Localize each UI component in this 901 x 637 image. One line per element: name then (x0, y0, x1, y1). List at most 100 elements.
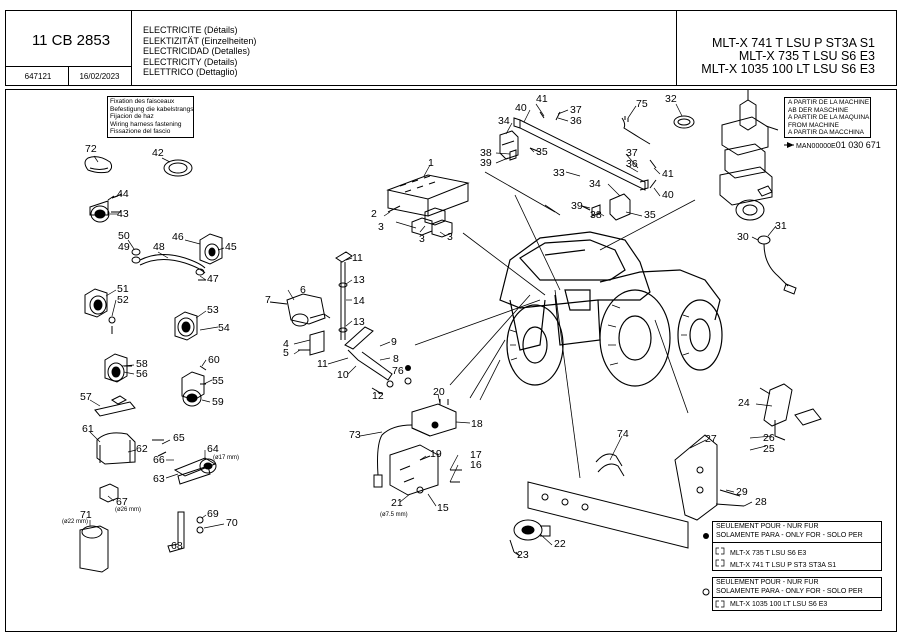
document-number: 11 CB 2853 (31, 32, 111, 49)
machine-serial-number: 01 030 671 (835, 140, 881, 150)
callout-32: 32 (665, 93, 677, 105)
callout-1: 1 (428, 157, 434, 169)
callout-3: 3 (378, 221, 384, 233)
machine-from-note: A PARTIR DE LA MACHINE AB DER MASCHINE A… (788, 99, 869, 137)
title-en: ELECTRICITY (Details) (143, 56, 238, 67)
boom-parts (499, 111, 695, 221)
callout-7: 7 (265, 294, 271, 306)
callout-30: 30 (737, 231, 749, 243)
callout-63: 63 (153, 473, 165, 485)
callout-25: 25 (763, 443, 775, 455)
dimension-note: (ø26 mm) (115, 507, 141, 513)
callout-53: 53 (207, 304, 219, 316)
callout-3: 3 (419, 233, 425, 245)
center-parts (269, 174, 470, 496)
callout-62: 62 (136, 443, 148, 455)
legend-line: SEULEMENT POUR - NUR FUR (716, 523, 819, 530)
reference-code: 647121 (24, 72, 52, 81)
callout-44: 44 (117, 188, 129, 200)
callout-6: 6 (300, 284, 306, 296)
model-3: MLT-X 1035 100 LT LSU S6 E3 (701, 62, 875, 76)
callout-39: 39 (480, 157, 492, 169)
callout-10: 10 (337, 369, 349, 381)
callout-27: 27 (705, 433, 717, 445)
dimension-note: (ø7.5 mm) (380, 512, 408, 518)
callout-37: 37 (570, 104, 582, 116)
marker-dot-8 (405, 365, 411, 371)
callout-65: 65 (173, 432, 185, 444)
callout-5: 5 (283, 347, 289, 359)
legend-model: MLT-X 741 T LSU P ST3 ST3A S1 (730, 562, 837, 569)
legend-only-for-1: SEULEMENT POUR - NUR FUR SOLAMENTE PARA … (716, 523, 863, 540)
callout-leaders (89, 103, 777, 557)
callout-60: 60 (208, 354, 220, 366)
callout-50: 50 (118, 230, 130, 242)
legend-checkbox-icons (715, 547, 725, 608)
drawing-frame (5, 89, 897, 632)
callout-8: 8 (393, 353, 399, 365)
callout-31: 31 (775, 220, 787, 232)
legend-models-1: MLT-X 735 T LSU S6 E3 MLT-X 741 T LSU P … (730, 548, 836, 572)
callout-72: 72 (85, 143, 97, 155)
callout-41: 41 (536, 93, 548, 105)
title-it: ELETTRICO (Dettaglio) (143, 67, 238, 78)
callout-2: 2 (371, 208, 377, 220)
note-line: Fissazione del fascio (110, 128, 171, 136)
callout-11: 11 (317, 358, 328, 370)
callout-74: 74 (617, 428, 629, 440)
machine-serial: MAN00000E01 030 671 (796, 140, 881, 150)
note-line: Fixation des faisceaux (110, 98, 175, 105)
fixing-parts-left (79, 156, 223, 573)
callout-67: 67 (116, 496, 128, 508)
legend-box-2 (712, 577, 882, 611)
title-fr: ELECTRICITE (Détails) (143, 25, 238, 35)
callout-54: 54 (218, 322, 230, 334)
callout-11: 11 (352, 252, 363, 264)
callout-12: 12 (372, 390, 384, 402)
note-line: A PARTIR DA MACCHINA (788, 129, 864, 137)
callout-14: 14 (353, 295, 365, 307)
callout-64: 64 (207, 443, 219, 455)
note-line: Befestigung die kabelstrangs (110, 105, 194, 113)
callout-42: 42 (152, 147, 164, 159)
note-line: Wiring harness fastening (110, 120, 182, 128)
model-list: MLT-X 741 T LSU P ST3A S1 MLT-X 735 T LS… (701, 37, 875, 76)
callout-9: 9 (391, 336, 397, 348)
callout-40: 40 (662, 189, 674, 201)
title-es: ELECTRICIDAD (Detalles) (143, 46, 251, 57)
callout-21: 21 (391, 497, 403, 509)
callout-29: 29 (736, 486, 748, 498)
note-line: A PARTIR DE LA MACHINE (788, 99, 870, 106)
callout-68: 68 (171, 540, 183, 552)
legend-dot-open (702, 588, 710, 596)
callout-36: 36 (570, 115, 582, 127)
callout-46: 46 (172, 231, 184, 243)
title-block (5, 10, 897, 86)
callout-19: 19 (430, 448, 442, 460)
callout-43: 43 (117, 208, 129, 220)
machine-serial-prefix: MAN00000E (796, 143, 836, 150)
callout-17: 17 (470, 449, 482, 461)
note-line: AB DER MASCHINE (788, 106, 849, 114)
callout-36: 36 (626, 158, 638, 170)
legend-model: MLT-X 735 T LSU S6 E3 (730, 550, 807, 557)
model-2: MLT-X 735 T LSU S6 E3 (738, 49, 875, 63)
harness-fixing-note-box (107, 96, 194, 138)
dimension-note: (ø17 mm) (213, 455, 239, 461)
legend-models-2: MLT-X 1035 100 LT LSU S6 E3 (730, 601, 828, 608)
section-titles: ELECTRICITE (Détails) ELEKTIZITÄT (Einze… (143, 25, 256, 78)
callout-3: 3 (447, 231, 453, 243)
callout-16: 16 (470, 459, 482, 471)
bottom-right-parts (509, 383, 822, 557)
callout-33: 33 (553, 167, 565, 179)
model-1: MLT-X 741 T LSU P ST3A S1 (711, 36, 875, 50)
callout-66: 66 (153, 454, 165, 466)
callout-28: 28 (755, 496, 767, 508)
marker-dot-76 (404, 377, 412, 385)
callout-13: 13 (353, 316, 365, 328)
callout-23: 23 (517, 549, 529, 561)
document-date: 16/02/2023 (79, 72, 120, 81)
title-de: ELEKTIZITÄT (Einzelheiten) (143, 35, 257, 46)
telehandler-tire-treads (509, 304, 690, 366)
